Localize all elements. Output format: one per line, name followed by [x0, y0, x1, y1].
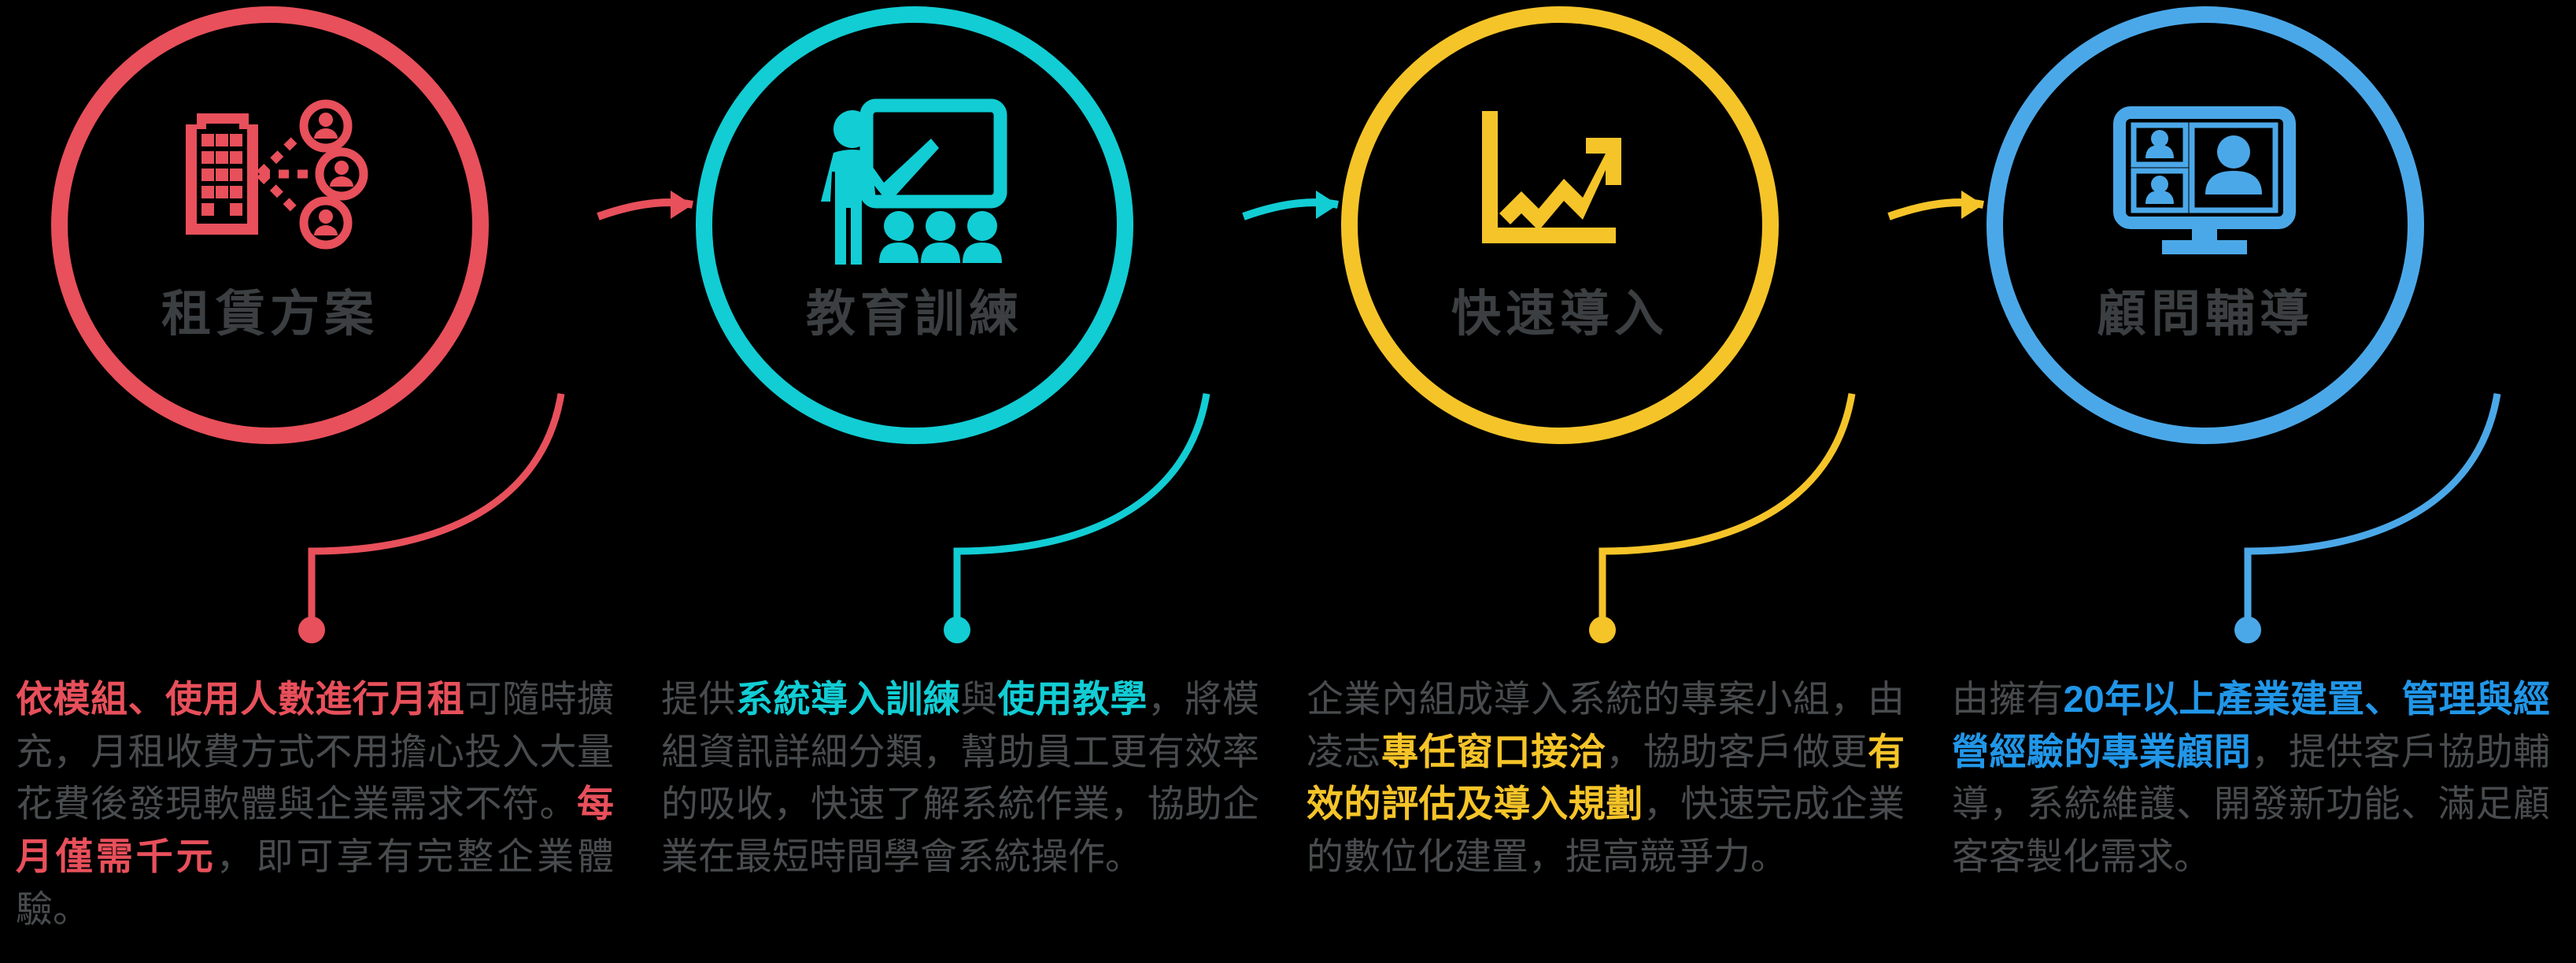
body-phrase: 由擁有 [1952, 678, 2064, 720]
body-phrase: ，即可享有完整企業體驗。 [16, 835, 615, 930]
step-node-2[interactable]: 教育訓練 [696, 6, 1133, 444]
arrow-step1-to-step2 [597, 191, 693, 220]
highlighted-phrase: 依模組、使用人數進行月租 [16, 678, 465, 720]
highlighted-phrase: 20年以上產業建置、管理與經營經驗的專業顧問 [1952, 678, 2550, 772]
step-description-2: 提供系統導入訓練與使用教學，將模組資訊詳細分類，幫助員工更有效率的吸收，快速了解… [661, 673, 1259, 883]
body-phrase: 企業內組成導入系統的專案小組，由凌志 [1306, 678, 1905, 772]
tail-dot-step3 [1589, 617, 1616, 643]
step-description-1: 依模組、使用人數進行月租可隨時擴充，月租收費方式不用擔心投入大量花費後發現軟體與… [16, 673, 614, 936]
body-phrase: ，快速完成企業的數位化建置，提高競爭力。 [1306, 783, 1905, 878]
arrow-step3-to-step4 [1887, 191, 1984, 220]
body-phrase: ，提供客戶協助輔導，系統維護、開發新功能、滿足顧客客製化需求。 [1952, 730, 2551, 878]
highlighted-phrase: 系統導入訓練 [736, 678, 961, 720]
highlighted-phrase: 專任窗口接洽 [1381, 730, 1606, 772]
video-conference-icon [1987, 83, 2424, 280]
building-network-icon [51, 83, 489, 280]
training-classroom-icon [696, 83, 1133, 280]
step-label-4: 顧問輔導 [2097, 287, 2314, 342]
tail-dot-step4 [2234, 617, 2261, 643]
step-label-2: 教育訓練 [806, 287, 1023, 342]
tail-dot-step2 [944, 617, 970, 643]
step-description-4: 由擁有20年以上產業建置、管理與經營經驗的專業顧問，提供客戶協助輔導，系統維護、… [1952, 673, 2550, 883]
highlighted-phrase: 有效的評估及導入規劃 [1306, 730, 1905, 825]
highlighted-phrase: 使用教學 [997, 678, 1148, 720]
highlighted-phrase: 每月僅需千元 [16, 783, 614, 878]
tail-dot-step1 [298, 617, 325, 643]
step-node-1[interactable]: 租賃方案 [51, 6, 489, 444]
body-phrase: 與 [960, 678, 998, 720]
step-label-3: 快速導入 [1451, 287, 1669, 342]
body-phrase: ，將模組資訊詳細分類，幫助員工更有效率的吸收，快速了解系統作業，協助企業在最短時… [661, 678, 1260, 878]
body-phrase: ，協助客戶做更 [1606, 730, 1868, 772]
step-ring-3 [1341, 6, 1779, 444]
body-phrase: 可隨時擴充，月租收費方式不用擔心投入大量花費後發現軟體與企業需求不符。 [16, 678, 615, 825]
step-node-4[interactable]: 顧問輔導 [1987, 6, 2424, 444]
arrow-step2-to-step3 [1242, 191, 1339, 220]
growth-chart-icon [1341, 83, 1779, 280]
step-label-1: 租賃方案 [161, 287, 379, 342]
body-phrase: 提供 [661, 678, 737, 720]
step-node-3[interactable]: 快速導入 [1341, 6, 1779, 444]
step-description-3: 企業內組成導入系統的專案小組，由凌志專任窗口接洽，協助客戶做更有效的評估及導入規… [1306, 673, 1905, 883]
